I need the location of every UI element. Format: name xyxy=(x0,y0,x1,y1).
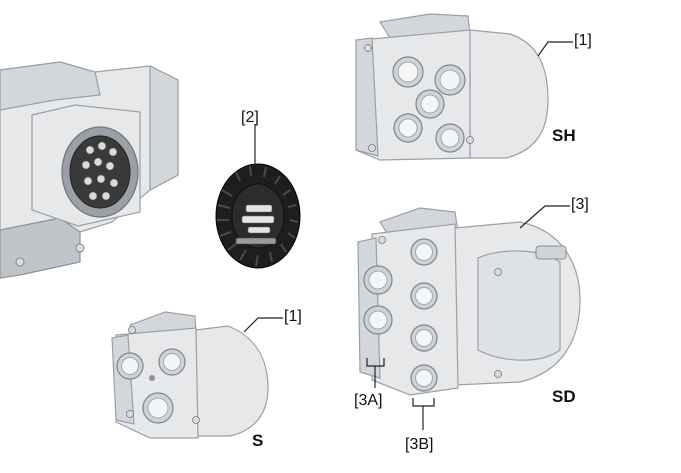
cover-sd xyxy=(357,207,581,396)
leader-lines xyxy=(243,41,573,430)
variant-label-s: S xyxy=(252,431,264,450)
leader-1-top xyxy=(537,41,573,57)
cover-sh xyxy=(355,13,549,161)
plug-insert xyxy=(215,163,301,269)
callout-3a: [3A] xyxy=(354,392,383,409)
actuator-housing xyxy=(0,61,179,279)
bracket-3b xyxy=(412,398,435,407)
callout-3: [3] xyxy=(571,196,589,213)
cover-s xyxy=(111,311,269,439)
callout-3b: [3B] xyxy=(405,436,434,453)
sh-blanking-plugs xyxy=(392,56,466,153)
callout-1-s: [1] xyxy=(284,308,302,325)
callout-2: [2] xyxy=(241,109,259,126)
leader-3 xyxy=(519,205,570,229)
leader-1-bottom xyxy=(243,317,283,333)
callout-1-sh: [1] xyxy=(574,32,592,49)
variant-label-sd: SD xyxy=(552,387,576,406)
s-blanking-plugs xyxy=(116,348,186,424)
sd-plugs-3b xyxy=(410,238,438,392)
sd-plugs-3a xyxy=(363,265,393,335)
variant-label-sh: SH xyxy=(552,126,576,145)
